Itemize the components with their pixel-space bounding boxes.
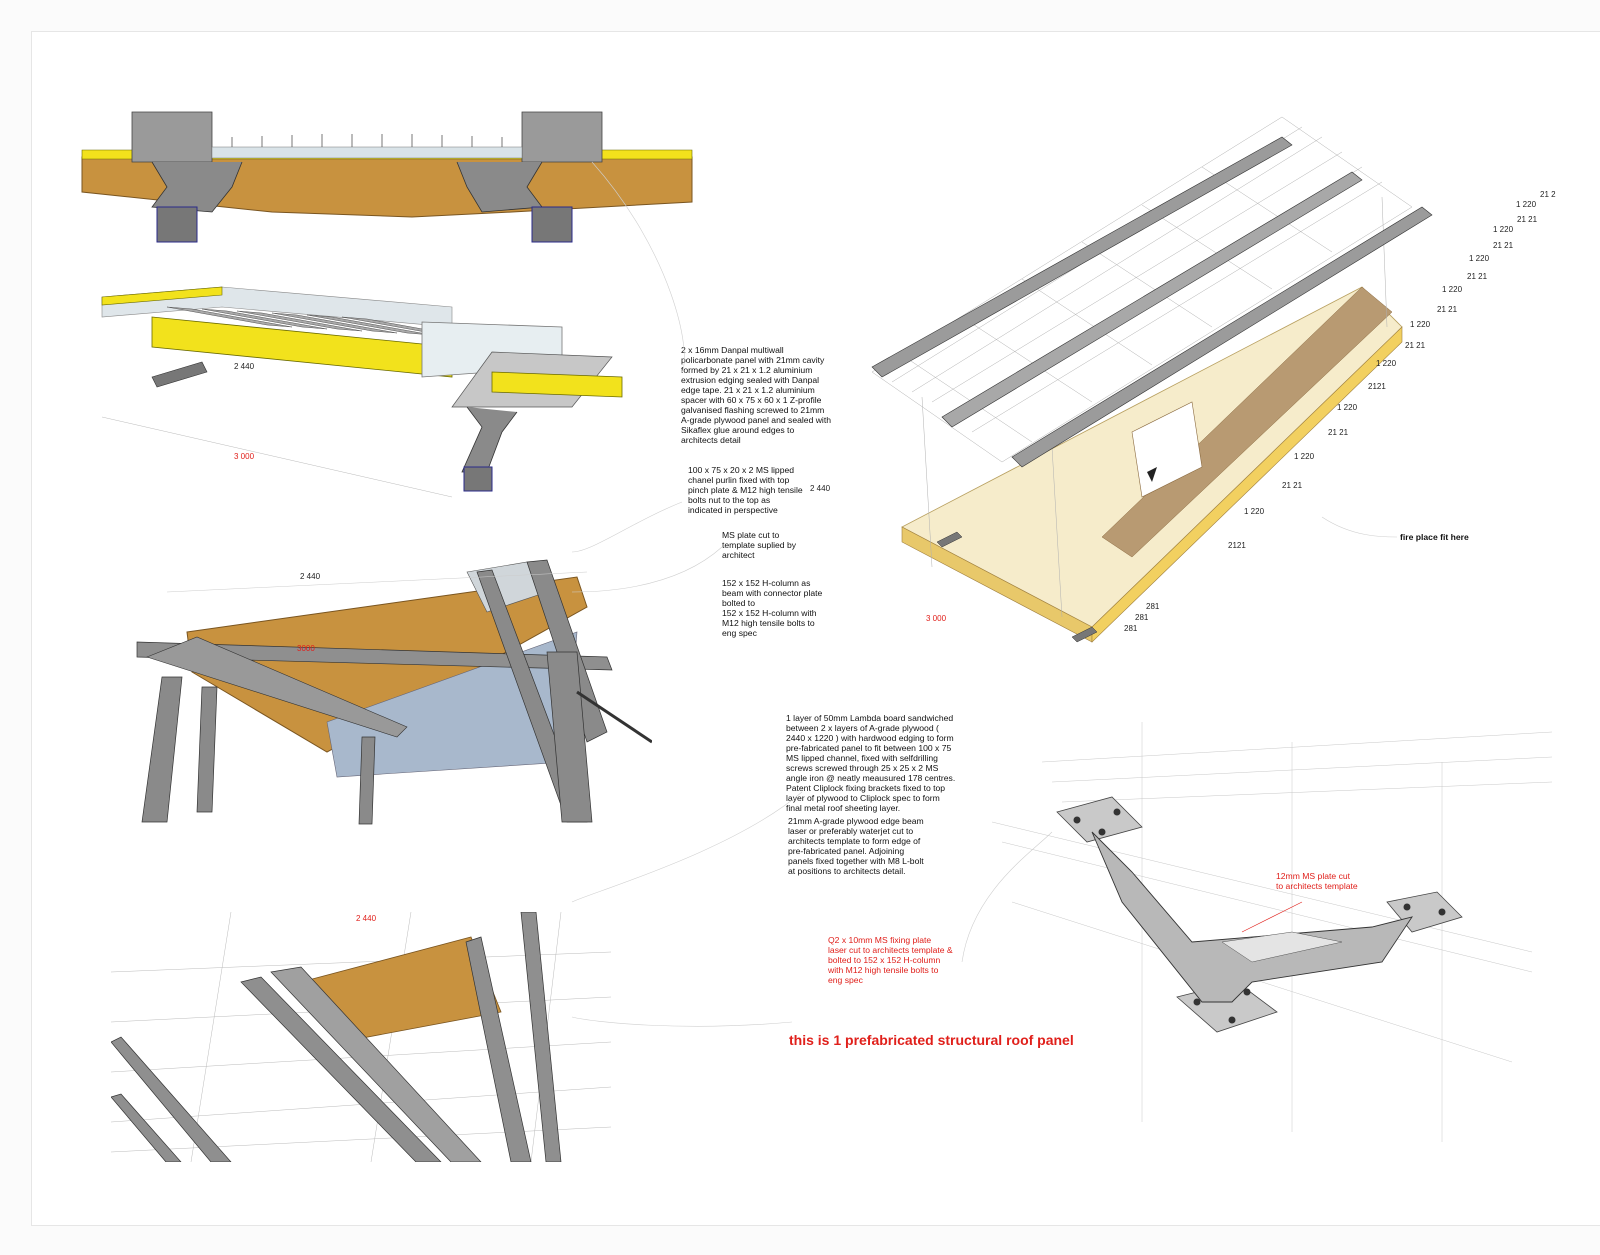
dim-stack-6: 21 21 — [1467, 272, 1488, 281]
dim-stack-12: 2121 — [1368, 382, 1386, 391]
dim-2440-b: 2 440 — [300, 572, 321, 581]
dim-2440-purlin: 2 440 — [810, 484, 831, 493]
dim-stack-7: 1 220 — [1442, 285, 1463, 294]
dim-stack-17: 1 220 — [1244, 507, 1265, 516]
dim-281-b: 281 — [1135, 613, 1149, 622]
underside-view — [136, 559, 652, 825]
drawing-sheet: 2 440 3 000 2 440 3000 2 440 2 x 16mm Da… — [31, 31, 1600, 1226]
dim-stack-2: 21 21 — [1517, 215, 1538, 224]
dim-281-a: 281 — [1146, 602, 1160, 611]
note-12mm-plate: 12mm MS plate cut to architects template — [1276, 871, 1358, 891]
dim-2440-a: 2 440 — [234, 362, 255, 371]
dim-stack-9: 1 220 — [1410, 320, 1431, 329]
dim-stack-14: 21 21 — [1328, 428, 1349, 437]
note-danpal: 2 x 16mm Danpal multiwall policarbonate … — [681, 345, 832, 445]
note-lambda: 1 layer of 50mm Lambda board sandwiched … — [786, 713, 956, 813]
dim-stack-15: 1 220 — [1294, 452, 1315, 461]
dim-stack-1: 1 220 — [1516, 200, 1537, 209]
dim-stack-11: 1 220 — [1376, 359, 1397, 368]
roof-panel-perspective — [871, 116, 1433, 643]
dim-stack-13: 1 220 — [1337, 403, 1358, 412]
close-underside-view — [111, 912, 611, 1162]
dim-stack-3: 1 220 — [1493, 225, 1514, 234]
exploded-panel-view — [101, 286, 623, 498]
dim-stack-8: 21 21 — [1437, 305, 1458, 314]
dim-3000-red-b: 3 000 — [926, 614, 947, 623]
section-view — [81, 111, 693, 243]
bracket-detail-view — [992, 722, 1552, 1142]
dim-281-c: 281 — [1124, 624, 1138, 633]
dim-stack-4: 21 21 — [1493, 241, 1514, 250]
dim-stack-5: 1 220 — [1469, 254, 1490, 263]
note-h-column: 152 x 152 H-column as beam with connecto… — [722, 578, 823, 638]
dim-stack-0: 21 2 — [1540, 190, 1556, 199]
note-fireplace: fire place fit here — [1400, 532, 1469, 542]
dim-stack-10: 21 21 — [1405, 341, 1426, 350]
dim-3000-red-a: 3 000 — [234, 452, 255, 461]
leader-lines — [571, 161, 1398, 1027]
note-ms-plate: MS plate cut to template suplied by arch… — [722, 530, 797, 560]
dim-stack-18: 2121 — [1228, 541, 1246, 550]
dim-2440-red: 2 440 — [356, 914, 377, 923]
note-edge-beam: 21mm A-grade plywood edge beam laser or … — [788, 816, 924, 876]
dim-stack-16: 21 21 — [1282, 481, 1303, 490]
headline-prefab-panel: this is 1 prefabricated structural roof … — [789, 1032, 1074, 1048]
dim-3000-view3: 3000 — [297, 644, 315, 653]
note-purlin: 100 x 75 x 20 x 2 MS lipped chanel purli… — [688, 465, 803, 515]
note-fixing-plate: Q2 x 10mm MS fixing plate laser cut to a… — [828, 935, 953, 985]
